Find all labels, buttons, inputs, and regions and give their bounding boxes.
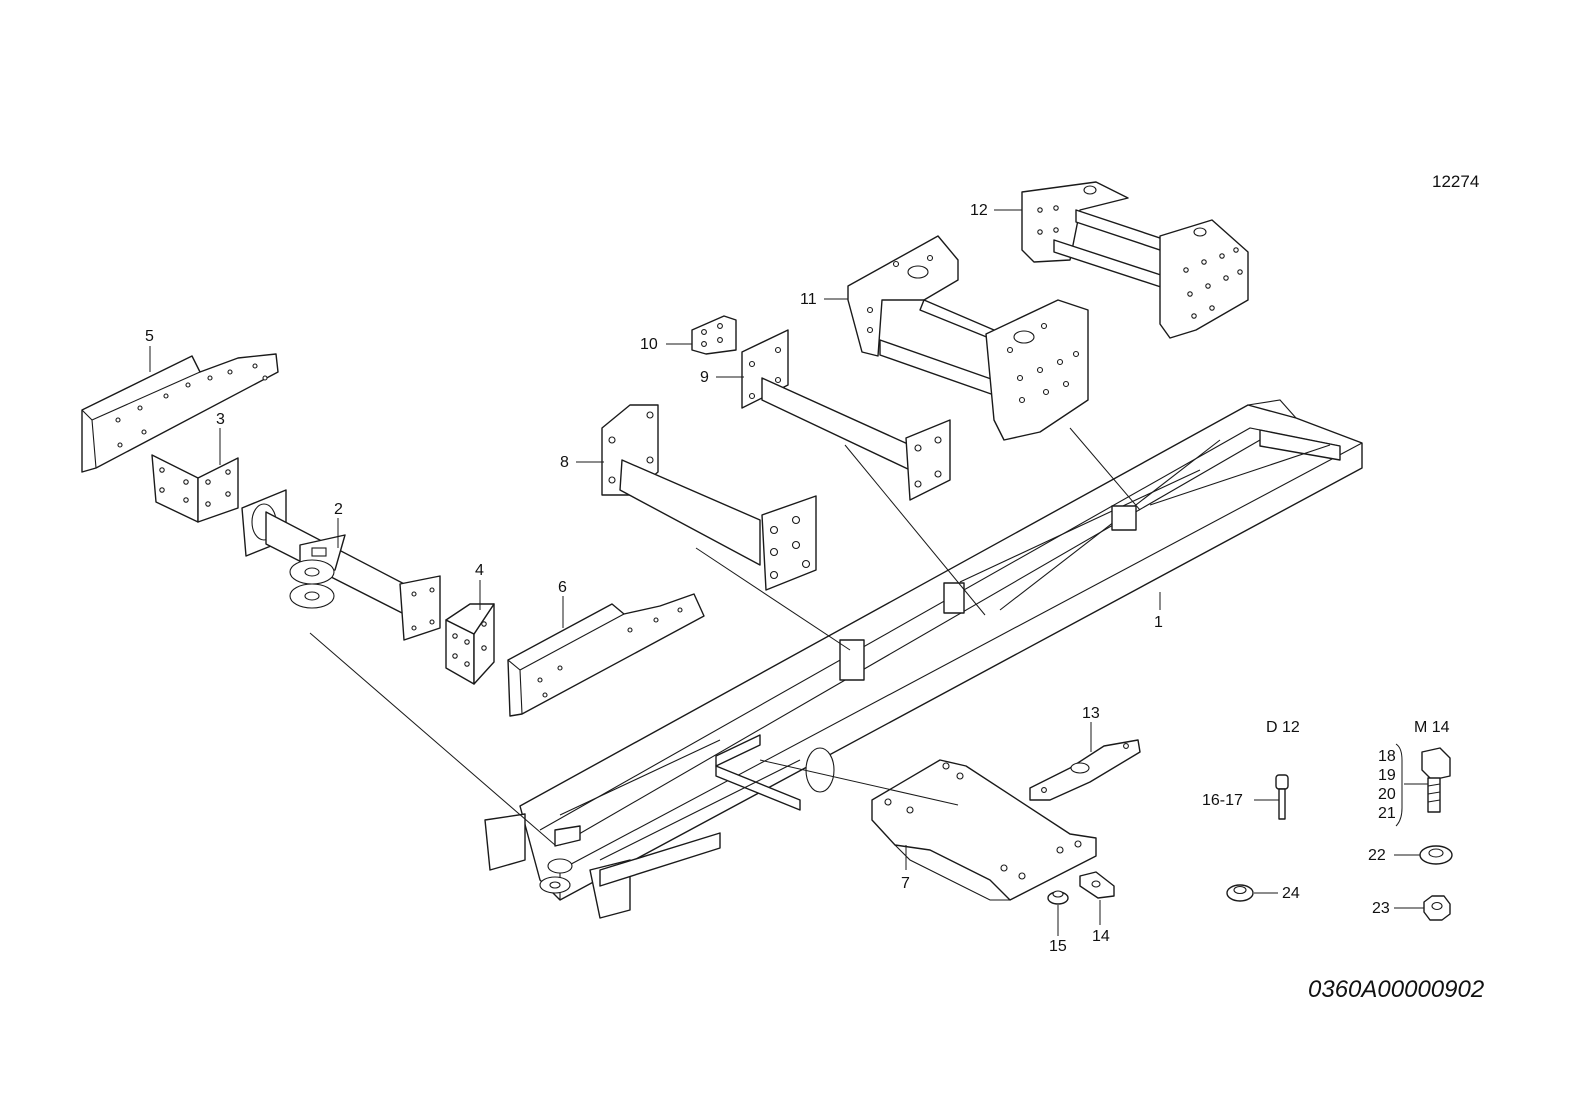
part-16-17-pin[interactable]: [1275, 774, 1289, 820]
reference-number: 12274: [1432, 172, 1479, 191]
callout-24: 24: [1282, 885, 1300, 902]
callout-6: 6: [558, 579, 567, 596]
callout-13: 13: [1082, 705, 1100, 722]
callout-1: 1: [1154, 614, 1163, 631]
callout-5: 5: [145, 328, 154, 345]
callout-14: 14: [1092, 928, 1110, 945]
part-2-cross-tube[interactable]: [241, 489, 441, 641]
callout-3: 3: [216, 411, 225, 428]
callout-11: 11: [800, 291, 817, 308]
drawing-code: 0360A00000902: [1308, 976, 1484, 1003]
part-23-nut[interactable]: [1423, 895, 1451, 921]
part-9-cross-member[interactable]: [741, 329, 951, 501]
part-7-skid-plate[interactable]: [871, 759, 1097, 901]
part-11-bolster[interactable]: [847, 235, 1089, 441]
part-10-plate[interactable]: [691, 315, 737, 355]
callout-7: 7: [901, 875, 910, 892]
part-15-spacer[interactable]: [1047, 890, 1069, 905]
callout-23: 23: [1372, 900, 1390, 917]
part-18-21-bolt[interactable]: [1421, 747, 1451, 813]
callout-8: 8: [560, 454, 569, 471]
callout-19: 19: [1378, 767, 1396, 784]
part-24-spacer[interactable]: [1226, 884, 1254, 902]
callout-15: 15: [1049, 938, 1067, 955]
callout-22: 22: [1368, 847, 1386, 864]
callout-labels: 1 2 3 4 5 6 7 8 9 10 11 12 13 14 15 16-1…: [145, 202, 1450, 955]
part-22-washer[interactable]: [1419, 845, 1453, 865]
callout-4: 4: [475, 562, 484, 579]
callout-16-17: 16-17: [1202, 792, 1243, 809]
callout-12: 12: [970, 202, 988, 219]
callout-10: 10: [640, 336, 658, 353]
part-8-cross-member[interactable]: [601, 404, 817, 591]
part-13-plate[interactable]: [1029, 739, 1141, 801]
part-3-bracket[interactable]: [151, 454, 239, 523]
group-bracket: [1395, 743, 1403, 827]
callout-9: 9: [700, 369, 709, 386]
callout-20: 20: [1378, 786, 1396, 803]
callout-2: 2: [334, 501, 343, 518]
part-4-bracket[interactable]: [445, 603, 495, 685]
part-5-channel[interactable]: [81, 353, 279, 473]
group-label-m14: M 14: [1414, 719, 1450, 736]
part-12-rear-bolster[interactable]: [1021, 181, 1249, 339]
part-14-washer-plate[interactable]: [1079, 871, 1115, 899]
callout-21: 21: [1378, 805, 1396, 822]
part-1-main-frame[interactable]: [484, 399, 1363, 919]
part-6-channel[interactable]: [507, 593, 705, 717]
callout-18: 18: [1378, 748, 1396, 765]
group-label-d12: D 12: [1266, 719, 1300, 736]
leader-lines: [149, 209, 1428, 936]
